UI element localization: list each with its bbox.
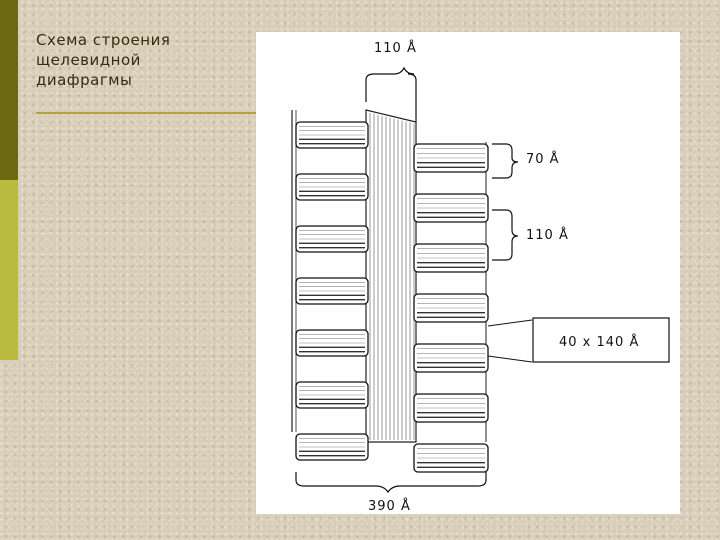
left-bar <box>295 173 369 201</box>
right-bar <box>413 343 489 373</box>
pore-size-label: 40 x 140 Å <box>559 334 639 350</box>
right-bar <box>413 443 489 473</box>
top-width-brace <box>365 66 417 122</box>
bar-period-brace <box>492 209 519 261</box>
total-width-label: 390 Å <box>368 498 411 514</box>
left-bar <box>295 121 369 149</box>
left-bar <box>295 381 369 409</box>
left-bar <box>295 225 369 253</box>
sidebar-accent-light <box>0 180 18 360</box>
diagram-panel: 110 Å 70 Å 110 Å 40 x 140 Å 390 Å <box>256 32 680 514</box>
pore-callout <box>487 317 670 363</box>
top-width-label: 110 Å <box>374 40 417 56</box>
right-bar <box>413 393 489 423</box>
right-bar <box>413 243 489 273</box>
left-bar <box>295 433 369 461</box>
left-rail <box>291 110 297 432</box>
title-divider <box>36 112 258 114</box>
sidebar-accent-dark <box>0 0 18 180</box>
right-bar <box>413 193 489 223</box>
bar-thickness-label: 70 Å <box>526 151 560 167</box>
left-bar <box>295 277 369 305</box>
right-bar <box>413 293 489 323</box>
slit-diaphragm-diagram: 110 Å 70 Å 110 Å 40 x 140 Å 390 Å <box>291 40 670 514</box>
left-bar <box>295 329 369 357</box>
bar-period-label: 110 Å <box>526 227 569 243</box>
bar-thickness-brace <box>492 143 519 179</box>
slide-title: Схема строения щелевидной диафрагмы <box>36 31 171 89</box>
central-diaphragm-band <box>365 109 417 443</box>
right-bar <box>413 143 489 173</box>
total-width-brace <box>295 472 487 494</box>
